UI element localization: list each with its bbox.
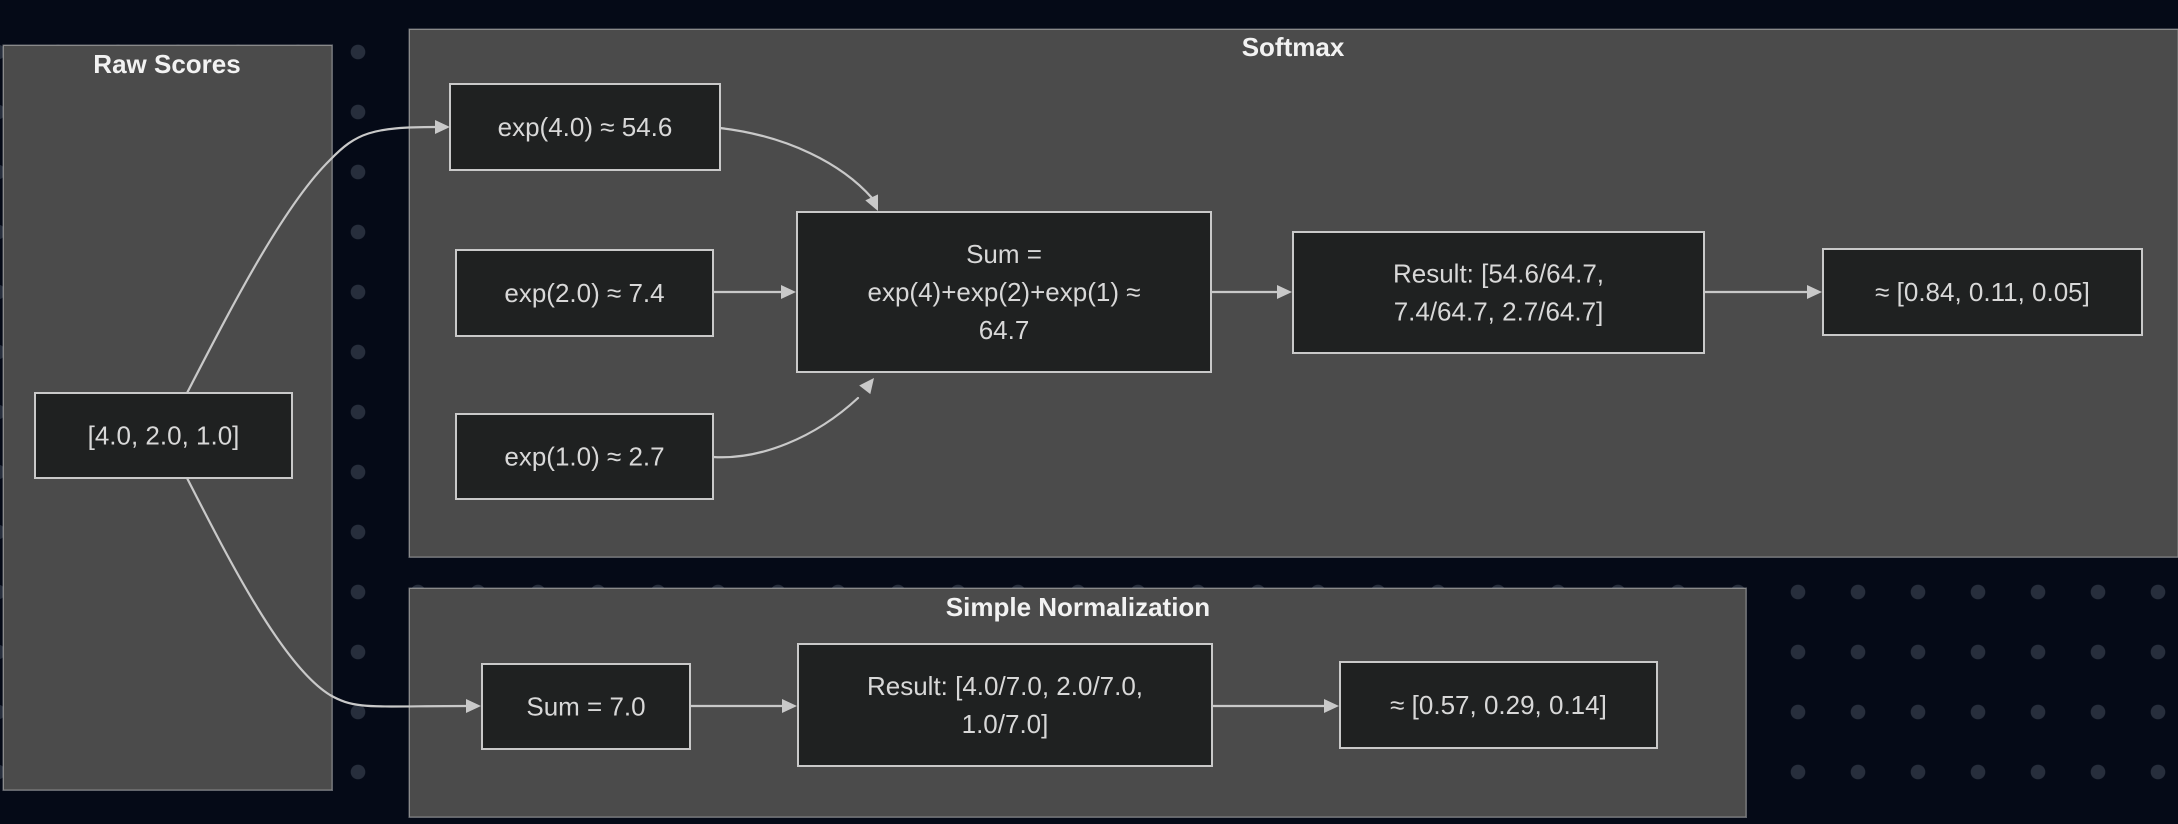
edge-raw-vector-to-exp4 bbox=[185, 125, 438, 395]
node-exp2 bbox=[455, 249, 714, 337]
node-softmax-approx bbox=[1822, 248, 2143, 336]
node-label-exp2-line0: exp(2.0) ≈ 7.4 bbox=[504, 278, 664, 308]
node-label-softmax-result-line1: 7.4/64.7, 2.7/64.7] bbox=[1394, 297, 1604, 327]
node-softmax-result bbox=[1292, 231, 1705, 354]
cluster-label-softmax: Softmax bbox=[1242, 32, 1345, 62]
node-label-exp4-line0: exp(4.0) ≈ 54.6 bbox=[498, 112, 673, 142]
node-label-norm-sum-line0: Sum = 7.0 bbox=[526, 692, 645, 722]
arrowhead-icon bbox=[859, 378, 874, 395]
arrowhead-icon bbox=[1807, 285, 1822, 299]
cluster-label-simple-normalization: Simple Normalization bbox=[946, 592, 1210, 622]
node-norm-result bbox=[797, 643, 1213, 767]
arrowhead-icon bbox=[435, 120, 450, 134]
node-label-softmax-result-line0: Result: [54.6/64.7, bbox=[1393, 259, 1604, 289]
node-exp4 bbox=[449, 83, 721, 171]
node-label-exp1-line0: exp(1.0) ≈ 2.7 bbox=[504, 442, 664, 472]
node-label-raw-vector-line0: [4.0, 2.0, 1.0] bbox=[88, 421, 240, 451]
node-label-softmax-sum-line1: exp(4)+exp(2)+exp(1) ≈ bbox=[868, 277, 1141, 307]
edge-exp4-to-softmax-sum bbox=[718, 126, 874, 200]
node-raw-vector bbox=[34, 392, 293, 479]
node-softmax-sum bbox=[796, 211, 1212, 373]
arrowhead-icon bbox=[782, 699, 797, 713]
node-label-softmax-approx-line0: ≈ [0.84, 0.11, 0.05] bbox=[1875, 277, 2090, 307]
edge-raw-vector-to-norm-sum bbox=[185, 476, 469, 708]
arrowhead-icon bbox=[1277, 285, 1292, 299]
node-label-norm-result-line1: 1.0/7.0] bbox=[962, 709, 1049, 739]
node-norm-sum bbox=[481, 663, 691, 750]
edge-exp1-to-softmax-sum bbox=[711, 396, 860, 459]
arrowhead-icon bbox=[466, 699, 481, 713]
cluster-label-raw-scores: Raw Scores bbox=[93, 49, 240, 79]
node-label-norm-result-line0: Result: [4.0/7.0, 2.0/7.0, bbox=[867, 671, 1143, 701]
node-norm-approx bbox=[1339, 661, 1658, 749]
arrowhead-icon bbox=[1324, 699, 1339, 713]
node-label-norm-approx-line0: ≈ [0.57, 0.29, 0.14] bbox=[1390, 690, 1607, 720]
arrowhead-icon bbox=[781, 285, 796, 299]
node-exp1 bbox=[455, 413, 714, 500]
node-label-softmax-sum-line0: Sum = bbox=[966, 239, 1042, 269]
node-label-softmax-sum-line2: 64.7 bbox=[979, 315, 1030, 345]
arrowhead-icon bbox=[865, 194, 878, 211]
